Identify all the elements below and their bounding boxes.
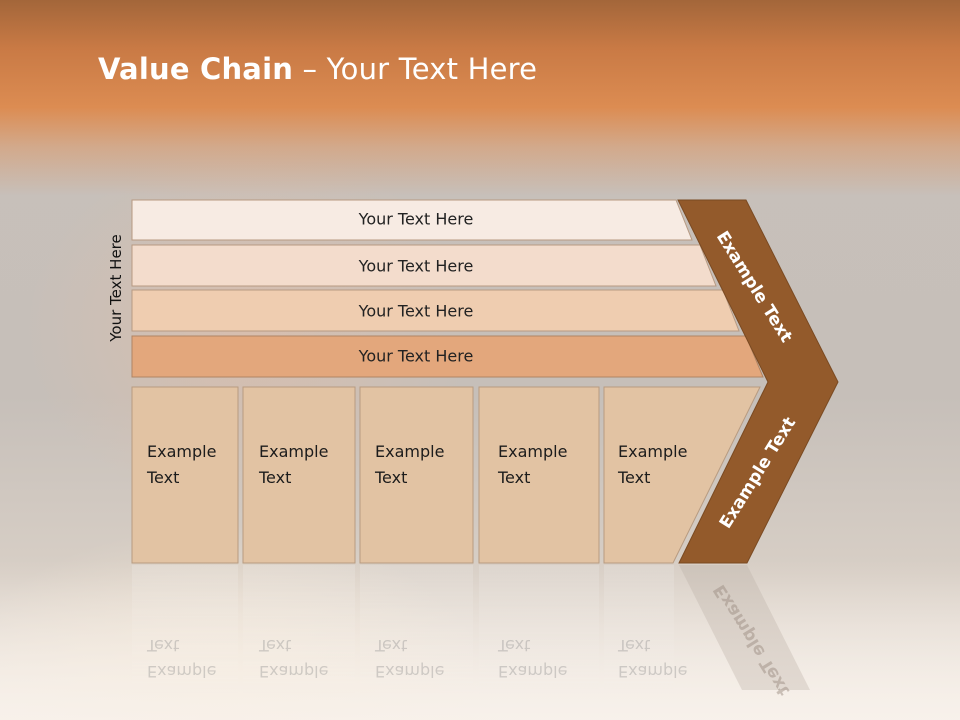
cell-3-reflection-line2: Text: [375, 636, 408, 655]
cell-4-line1: Example: [498, 442, 568, 461]
cell-1-reflection-line2: Text: [147, 636, 180, 655]
cell-2-reflection-line1: Example: [259, 662, 329, 681]
title-bold: Value Chain: [98, 52, 294, 86]
cell-5-reflection: Example Text: [618, 632, 708, 684]
cell-4-reflection-line2: Text: [498, 636, 531, 655]
band-3-label: Your Text Here: [358, 301, 474, 321]
cell-3[interactable]: [359, 386, 474, 564]
band-1-label: Your Text Here: [358, 209, 474, 229]
cell-4-reflection-line1: Example: [498, 662, 568, 681]
band-2-label: Your Text Here: [358, 256, 474, 276]
cell-2-line2: Text: [259, 468, 292, 487]
header-band: [0, 0, 960, 195]
cell-2-reflection: Example Text: [259, 632, 349, 684]
title-rest: – Your Text Here: [293, 52, 538, 86]
cell-4-reflection: Example Text: [498, 632, 588, 684]
band-4-label: Your Text Here: [358, 346, 474, 366]
cell-1-line1: Example: [147, 442, 217, 461]
band-2[interactable]: [131, 244, 717, 287]
slide-title: Value Chain – Your Text Here: [98, 52, 537, 86]
cell-5-line1: Example: [618, 442, 688, 461]
cell-1-reflection-line1: Example: [147, 662, 217, 681]
cell-5-line2: Text: [618, 468, 651, 487]
reflection-group: [132, 565, 810, 695]
chevron-arrow[interactable]: [677, 199, 839, 564]
cell-3-line2: Text: [375, 468, 408, 487]
band-1[interactable]: [131, 199, 693, 241]
cell-1[interactable]: [131, 386, 239, 564]
cell-2-line1: Example: [259, 442, 329, 461]
cell-5-reflection-line1: Example: [618, 662, 688, 681]
cell-1-reflection: Example Text: [147, 632, 237, 684]
cell-2-reflection-line2: Text: [259, 636, 292, 655]
cell-3-line1: Example: [375, 442, 445, 461]
cell-2[interactable]: [242, 386, 356, 564]
cell-5[interactable]: [603, 386, 761, 564]
cell-4[interactable]: [478, 386, 600, 564]
cell-3-reflection: Example Text: [375, 632, 465, 684]
band-4[interactable]: [131, 335, 764, 378]
cell-1-line2: Text: [147, 468, 180, 487]
cell-4-line2: Text: [498, 468, 531, 487]
cell-3-reflection-line1: Example: [375, 662, 445, 681]
band-3[interactable]: [131, 289, 740, 332]
cell-5-reflection-line2: Text: [618, 636, 651, 655]
